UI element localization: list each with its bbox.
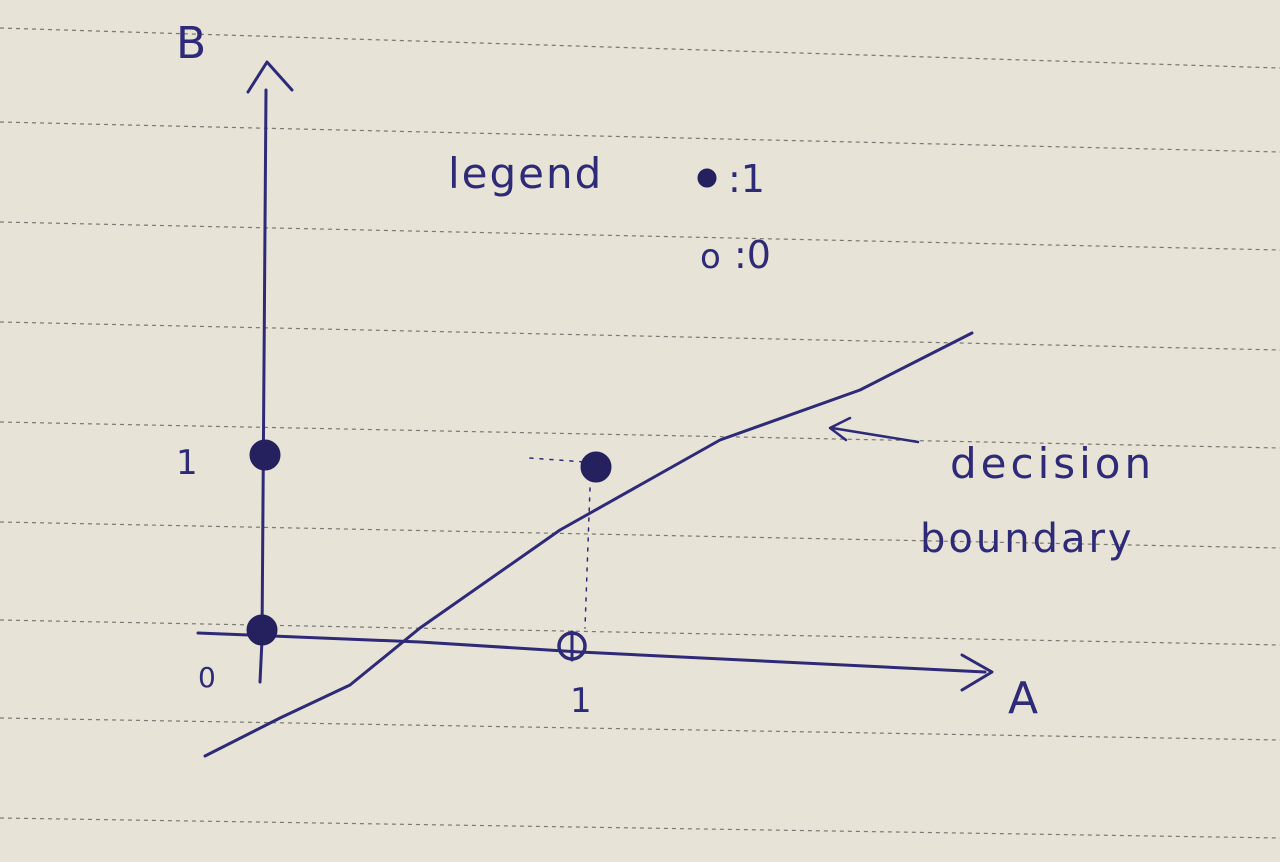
x-axis [196, 631, 994, 692]
ruled-lines [0, 27, 1280, 839]
data-points [246, 439, 612, 662]
legend: legend :1 o :0 [448, 149, 771, 277]
legend-hollow-marker: o [700, 237, 721, 277]
x-tick-0: 0 [198, 661, 216, 694]
guide-lines [529, 457, 591, 629]
annotation-line-2: boundary [920, 516, 1135, 562]
y-tick-1: 1 [176, 443, 198, 483]
legend-entry-1-label: :1 [728, 157, 765, 201]
annotation-arrow [828, 416, 920, 444]
point-a0-b1 [249, 439, 281, 471]
point-a0-b0 [246, 614, 278, 646]
y-axis [246, 60, 294, 684]
x-tick-1: 1 [570, 681, 592, 721]
y-axis-label: B [176, 18, 206, 69]
point-a1-b1 [580, 451, 612, 483]
legend-entry-0-label: :0 [734, 233, 771, 277]
legend-title: legend [448, 149, 603, 198]
decision-boundary-line [203, 331, 974, 758]
annotation-line-1: decision [950, 439, 1155, 488]
point-a1-b0 [557, 630, 587, 662]
legend-filled-dot-marker [697, 168, 717, 188]
x-axis-label: A [1008, 673, 1038, 724]
